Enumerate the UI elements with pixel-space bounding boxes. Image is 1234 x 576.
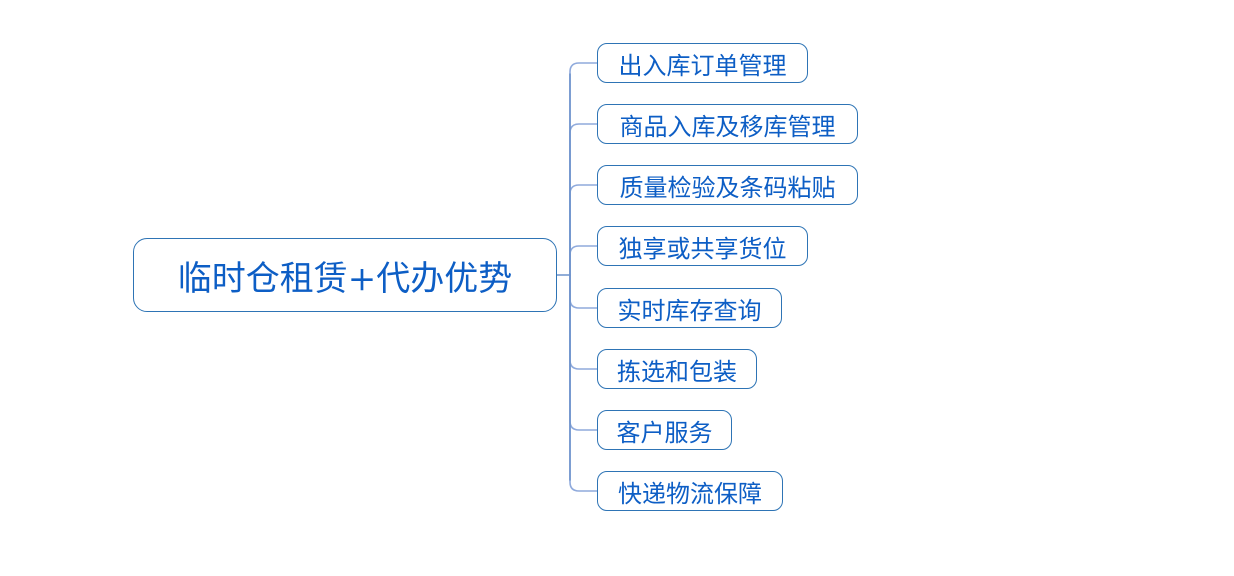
child-node-label: 质量检验及条码粘贴	[619, 173, 836, 202]
child-node-picking-packing[interactable]: 拣选和包装	[597, 349, 757, 389]
child-node-customer-service[interactable]: 客户服务	[597, 410, 732, 450]
child-node-realtime-inventory-query[interactable]: 实时库存查询	[597, 288, 782, 328]
branch-line-8	[569, 274, 598, 492]
child-node-label: 拣选和包装	[617, 357, 737, 386]
root-node-label: 临时仓租赁+代办优势	[177, 258, 513, 299]
root-node[interactable]: 临时仓租赁+代办优势	[133, 238, 557, 312]
branch-line-3	[569, 184, 598, 276]
child-node-express-logistics-guarantee[interactable]: 快递物流保障	[597, 471, 783, 511]
child-node-inbound-relocation-management[interactable]: 商品入库及移库管理	[597, 104, 858, 144]
child-node-label: 商品入库及移库管理	[619, 112, 836, 141]
child-node-label: 出入库订单管理	[618, 51, 787, 80]
branch-line-1	[569, 62, 598, 276]
branch-line-5	[569, 274, 598, 309]
child-node-label: 实时库存查询	[617, 296, 762, 325]
child-node-inout-order-management[interactable]: 出入库订单管理	[597, 43, 808, 83]
branch-line-6	[569, 274, 598, 370]
child-node-label: 快递物流保障	[618, 479, 762, 508]
child-node-label: 独享或共享货位	[618, 234, 787, 263]
branch-line-2	[569, 123, 598, 276]
branch-line-7	[569, 274, 598, 431]
child-node-exclusive-shared-slot[interactable]: 独享或共享货位	[597, 226, 808, 266]
branch-line-4	[569, 245, 598, 276]
child-node-quality-inspection-barcode[interactable]: 质量检验及条码粘贴	[597, 165, 858, 205]
child-node-label: 客户服务	[616, 418, 713, 447]
